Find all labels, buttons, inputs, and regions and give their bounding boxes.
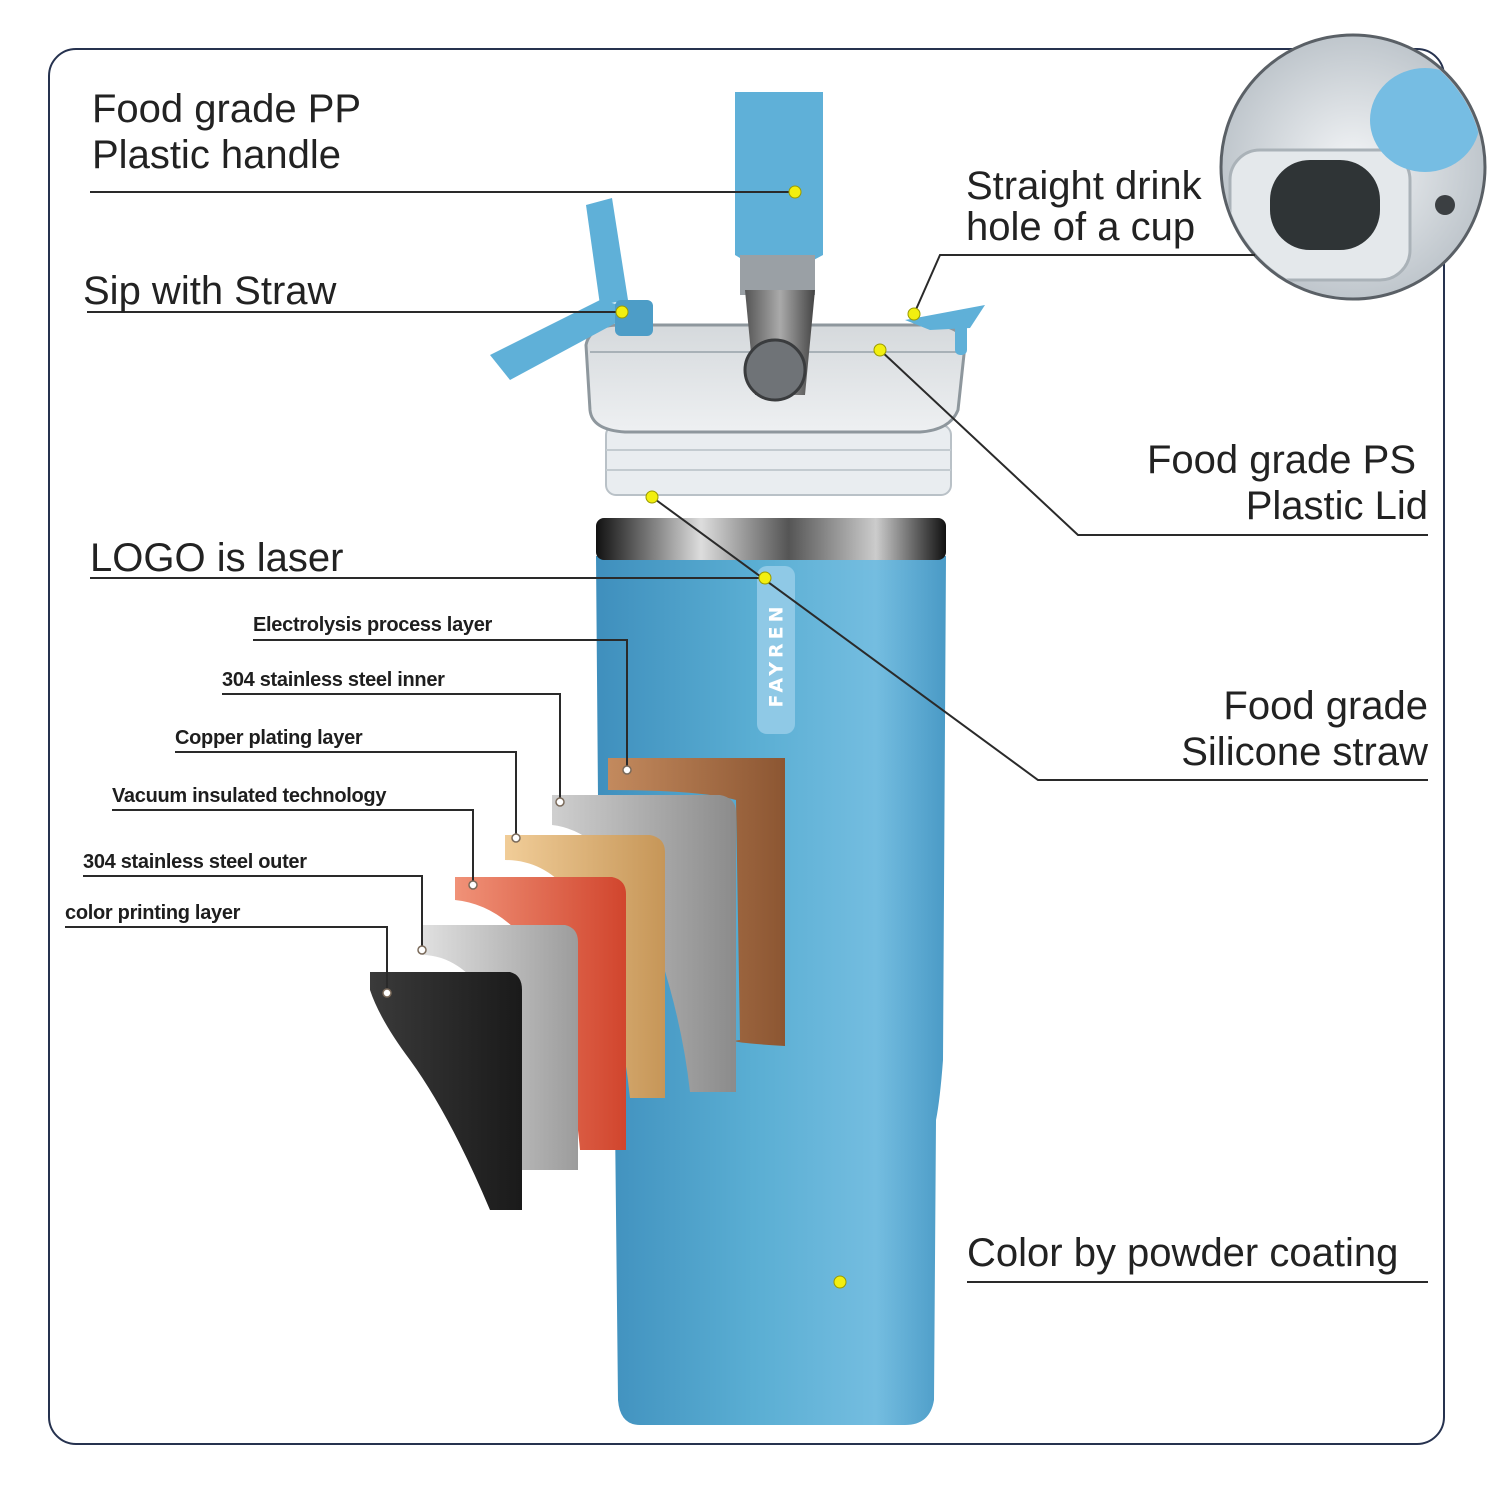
label-drink-hole: Straight drink hole of a cup <box>966 164 1202 249</box>
steel-rim <box>596 518 946 560</box>
layer-label-color-print: color printing layer <box>65 902 241 924</box>
layer-electrolysis-panel <box>608 758 785 1046</box>
layer-vacuum-panel <box>455 877 626 1150</box>
leader-lines <box>65 191 1428 1283</box>
drink-hole-zoom <box>1219 33 1487 301</box>
label-straw: Food grade Silicone straw <box>1181 684 1428 774</box>
layer-color-print-panel <box>370 972 522 1210</box>
layer-label-vacuum: Vacuum insulated technology <box>112 785 387 807</box>
layer-label-electrolysis: Electrolysis process layer <box>253 614 493 636</box>
brand-logo: FAYREN <box>765 602 787 708</box>
layer-label-steel-outer: 304 stainless steel outer <box>83 851 307 873</box>
label-powder: Color by powder coating <box>967 1231 1399 1275</box>
label-lid: Food grade PS Plastic Lid <box>1146 438 1428 528</box>
label-logo: LOGO is laser <box>90 536 344 580</box>
lid-thread <box>605 424 952 496</box>
logo-badge <box>757 566 795 734</box>
layer-steel-outer-panel <box>422 925 578 1170</box>
sip-straw <box>586 198 628 305</box>
label-handle: Food grade PP Plastic handle <box>92 87 362 177</box>
handle <box>735 92 823 270</box>
leader-dots <box>615 185 921 1289</box>
label-sip: Sip with Straw <box>83 269 337 313</box>
layer-steel-inner-panel <box>552 795 736 1092</box>
layer-label-copper: Copper plating layer <box>175 727 363 749</box>
layer-label-steel-inner: 304 stainless steel inner <box>222 669 445 691</box>
diagram-frame <box>48 48 1445 1445</box>
